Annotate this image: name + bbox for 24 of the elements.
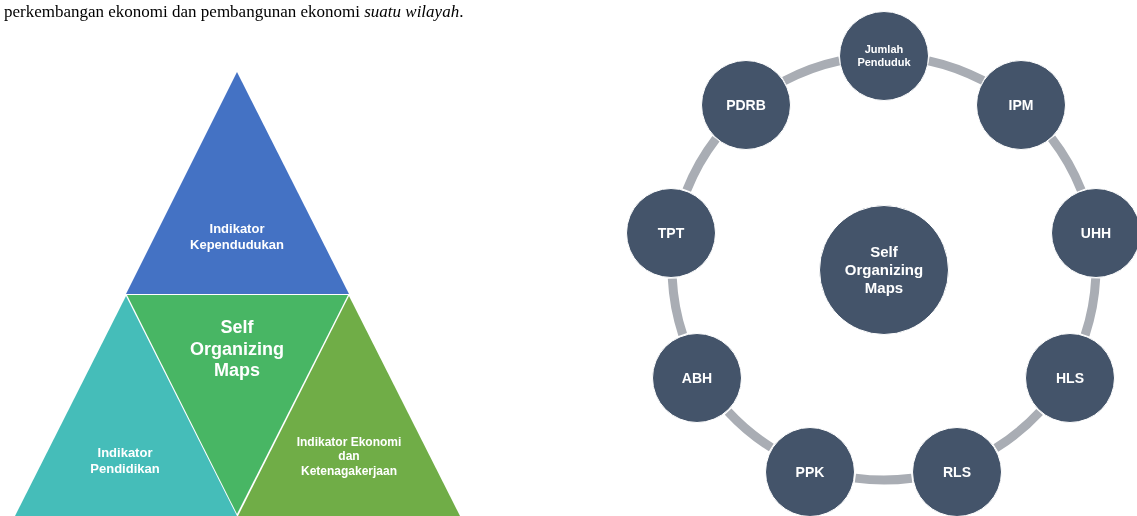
connector-arc [854,473,913,485]
node-label: Self Organizing Maps [843,243,925,297]
connector-arc [667,278,687,336]
node-label: UHH [1079,224,1113,242]
body-text: perkembangan ekonomi dan pembangunan ekonomi suatu wilayah. [4,2,464,22]
node-label: RLS [942,463,972,481]
node-label: Indikator Pendidikan [89,445,161,477]
connector-arc [1047,135,1086,192]
connector-arc [724,408,774,452]
node-label: IPM [1007,96,1035,114]
node-label: Indikator Ekonomi dan Ketenagakerjaan [295,435,403,479]
node-label: PDRB [725,96,767,114]
node-label: HLS [1055,369,1085,387]
node-label: ABH [680,369,714,387]
connector-arc [782,56,841,85]
node-label: TPT [656,224,686,242]
connector-arc [682,136,720,192]
node-label: Jumlah Penduduk [856,42,912,70]
connector-arc [1080,278,1101,337]
node-label: Self Organizing Maps [189,316,285,382]
connector-arc [993,408,1043,452]
node-label: PPK [794,463,826,481]
connector-arc [927,56,986,85]
node-label: Indikator Kependudukan [189,221,285,253]
